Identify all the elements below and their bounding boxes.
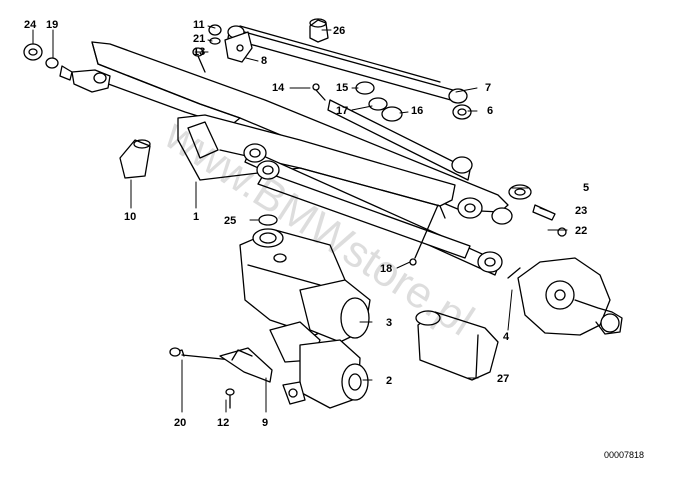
callout-7[interactable]: 7 (485, 82, 492, 94)
bracket-8 (224, 31, 253, 63)
callout-19[interactable]: 19 (46, 19, 59, 31)
callout-14[interactable]: 14 (272, 82, 285, 94)
rod-pivots (227, 25, 513, 273)
reference-number: 00007818 (604, 450, 645, 460)
callout-22[interactable]: 22 (575, 225, 588, 237)
callout-15[interactable]: 15 (336, 82, 349, 94)
callout-20[interactable]: 20 (174, 417, 187, 429)
callout-8[interactable]: 8 (261, 55, 268, 67)
callout-9[interactable]: 9 (262, 417, 269, 429)
callout-25[interactable]: 25 (224, 215, 237, 227)
motor-cover (415, 310, 499, 381)
callout-18[interactable]: 18 (380, 263, 393, 275)
callout-26[interactable]: 26 (333, 25, 346, 37)
callout-16[interactable]: 16 (411, 105, 424, 117)
callout-21[interactable]: 21 (193, 33, 206, 45)
left-spindle (23, 43, 111, 93)
callout-10[interactable]: 10 (124, 211, 137, 223)
callout-2[interactable]: 2 (386, 375, 393, 387)
lower-motor (269, 321, 369, 409)
small-hardware (169, 24, 567, 409)
callout-4[interactable]: 4 (503, 331, 510, 343)
callout-5[interactable]: 5 (583, 182, 590, 194)
callout-12[interactable]: 12 (217, 417, 230, 429)
leader-lines (32, 25, 568, 413)
callout-17[interactable]: 17 (336, 105, 349, 117)
crank-bracket (507, 257, 623, 336)
callout-3[interactable]: 3 (386, 317, 393, 329)
callout-6[interactable]: 6 (487, 105, 494, 117)
wiper-motor (239, 228, 371, 343)
callout-11[interactable]: 11 (193, 19, 205, 31)
callout-1[interactable]: 1 (193, 211, 200, 223)
callout-23[interactable]: 23 (575, 205, 588, 217)
callout-13[interactable]: 13 (193, 46, 206, 58)
cover-cap (119, 139, 151, 179)
rubber-cap-26 (309, 18, 329, 43)
callout-27[interactable]: 27 (497, 373, 510, 385)
callout-24[interactable]: 24 (24, 19, 37, 31)
